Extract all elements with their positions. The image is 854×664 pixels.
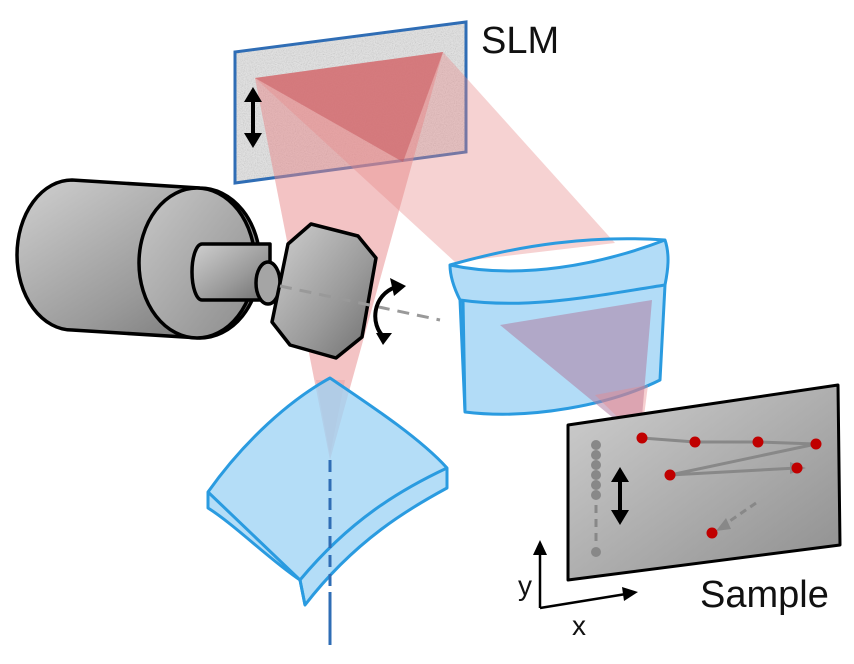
sample-scan-column (591, 440, 601, 557)
sample-y-scan-arrow-icon (611, 467, 629, 525)
slm-label: SLM (481, 20, 560, 62)
slm-translation-arrow-icon (244, 87, 262, 148)
beam-in-right-lens (500, 300, 652, 440)
cylindrical-lens-lower (206, 376, 449, 607)
sample-label: Sample (700, 574, 829, 616)
sample-scan-dashed-arrowhead (716, 518, 731, 531)
x-axis-label: x (572, 610, 586, 641)
y-axis-label: y (518, 570, 532, 601)
camera-body (15, 178, 282, 340)
focus-spots (636, 432, 822, 539)
galvo-rotation-axis (279, 284, 441, 322)
sample-scan-dashed-arrow (723, 501, 757, 527)
rotation-arrow-icon (373, 278, 406, 345)
sample-plate (566, 383, 842, 582)
slm-illuminated-region (255, 52, 443, 162)
galvo-mirror (270, 222, 378, 360)
axis-arrows-icon (533, 540, 638, 610)
